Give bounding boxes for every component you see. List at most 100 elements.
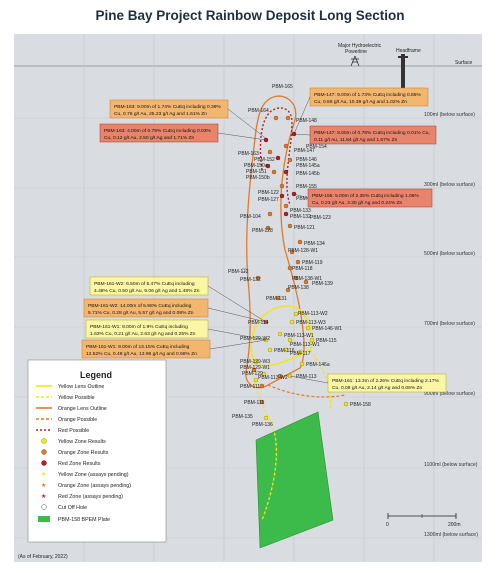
annotation-text: 1.63% Cu, 0.21 g/t Au, 2.63 g/t Ag and 0…	[90, 331, 196, 337]
hole-marker	[273, 115, 279, 121]
legend-item: Yellow Lens Outline	[58, 384, 104, 390]
hole-marker	[287, 157, 293, 163]
hole-label: PBM-111	[240, 384, 260, 390]
legend-item: Yellow Zone Results	[58, 439, 106, 445]
hole-label: PBM-113-W2	[258, 375, 288, 381]
hole-marker	[271, 169, 277, 175]
hole-label: PBM-146a	[306, 362, 330, 368]
annotation-text: PBM-147: 8.00m of 0.78% CuEq including 0…	[314, 130, 430, 136]
hole-label: PBM-164	[248, 108, 269, 114]
legend-item: Orange Lens Outline	[58, 406, 107, 412]
hole-label: PBM-121	[294, 225, 315, 231]
red-possible	[259, 107, 293, 206]
hole-marker	[283, 203, 289, 209]
hole-marker	[309, 337, 315, 343]
hole-label: PBM-134	[304, 241, 325, 247]
annotation-text: Cu, 0.59 g/t Au, 10.39 g/t Ag and 1.02% …	[314, 99, 407, 105]
hole-marker	[267, 211, 273, 217]
headframe-shaft	[401, 54, 405, 98]
hole-marker	[343, 401, 349, 407]
hole-label: PBM-146-W1	[312, 326, 342, 332]
legend-item: Red Zone (assays pending)	[58, 494, 123, 500]
hole-marker	[285, 287, 291, 293]
legend: Legend Yellow Lens Outline Yellow Possib…	[27, 359, 167, 543]
hole-label: PBM-163	[238, 151, 259, 157]
yellow-possible-east	[309, 349, 332, 409]
hole-label: PBM-111	[244, 400, 264, 406]
powerline-tower-icon	[350, 55, 360, 67]
hole-marker	[253, 359, 259, 365]
scale-zero: 0	[386, 522, 389, 528]
hole-marker	[287, 265, 293, 271]
hole-label: PBM-113	[296, 374, 317, 380]
annotation-text: Cu, 0.76 g/t Au, 25.23 g/t Ag and 1.61% …	[114, 111, 207, 117]
hole-marker	[289, 319, 295, 325]
hole-label: PBM-165	[272, 84, 293, 90]
hole-marker	[287, 337, 293, 343]
hole-marker	[287, 223, 293, 229]
hole-label: PBM-151	[246, 169, 267, 175]
legend-item: Orange Zone (assays pending)	[58, 483, 131, 489]
hole-marker	[297, 239, 303, 245]
hole-label: PBM-147	[294, 148, 315, 154]
headframe-label: Headframe	[396, 48, 421, 54]
hole-marker	[289, 249, 295, 255]
annotation-text: PBM-161-W1: 8.00m of 1.9% CuEq including	[90, 324, 188, 330]
hole-label: PBM-113-W1	[290, 342, 320, 348]
hole-marker	[253, 377, 259, 383]
orange-lens-outline	[245, 95, 305, 389]
annotation-text: Cu, 0.08 g/t Au, 2.14 g/t Ag and 0.06% Z…	[332, 385, 423, 391]
hole-marker	[283, 347, 289, 353]
annotation-text: PBM-161: 13.3m of 2.26% CuEq including 2…	[332, 378, 439, 384]
annotation-text: PBM-161-W2: 6.50m of 5.47% CuEq includin…	[94, 281, 195, 287]
annotation-text: PBM-161-W1: 9.00m of 13.15% CuEq includi…	[86, 344, 190, 350]
annotation-text: 5.71% Cu, 0.28 g/t Au, 5.57 g/t Ag and 0…	[88, 310, 194, 316]
hole-label: PBM-129-W3	[240, 359, 270, 365]
hole-marker	[279, 193, 285, 199]
hole-marker	[265, 163, 271, 169]
powerline-label-2: Powerline	[345, 49, 367, 55]
hole-marker	[285, 115, 291, 121]
star-icon: ★	[41, 482, 46, 489]
leader-lines	[207, 96, 329, 384]
hole-label: PBM-112	[228, 269, 249, 275]
hole-marker	[283, 211, 289, 217]
orange-possible	[267, 384, 346, 398]
hole-label: PBM-129	[242, 371, 263, 377]
hole-marker	[255, 275, 261, 281]
assay-annotations: PBM-163: 9.00m of 1.74% CuEq including 0…	[81, 87, 447, 393]
hole-label: PBM-150b	[246, 175, 270, 181]
hole-label: PBM-118	[292, 266, 313, 272]
depth-100: 100ml (below surface)	[424, 112, 475, 118]
hole-label: PBM-113-W3	[296, 320, 326, 326]
hole-label: PBM-128-W1	[288, 248, 318, 254]
annotation-text: PBM-163: 9.00m of 1.74% CuEq including 0…	[114, 104, 221, 110]
bpem-plate	[255, 411, 334, 549]
hole-label: PBM-139	[312, 281, 333, 287]
hole-marker	[277, 373, 283, 379]
yellow-possible-west	[251, 361, 277, 521]
annotation-text: 0.11 g/t Au, 11.84 g/t Ag and 1.57% Zn	[314, 137, 398, 143]
annotation-text: Cu, 0.23 g/t Au, 3.30 g/t Ag and 0.24% Z…	[312, 200, 403, 206]
hole-label: PBM-136	[252, 422, 273, 428]
hole-marker	[299, 361, 305, 367]
hole-marker	[259, 399, 265, 405]
hole-label: PBM-115	[316, 338, 337, 344]
hole-label: PBM-138	[288, 285, 309, 291]
hole-label: PBM-117	[290, 351, 311, 357]
hole-label: PBM-132	[290, 214, 311, 220]
hole-label: PBM-154	[306, 144, 327, 150]
hole-label: PBM-145a	[296, 163, 320, 169]
hole-label: PBM-128	[252, 228, 273, 234]
hole-marker	[303, 279, 309, 285]
hole-label: PBM-114	[248, 320, 269, 326]
hole-marker	[267, 149, 273, 155]
legend-item: Cut Off Hole	[58, 505, 87, 511]
hole-label: PBM-116	[274, 348, 295, 354]
hole-label: PBM-119	[302, 260, 323, 266]
hole-label: PBM-113-W1	[284, 333, 314, 339]
annotation-text: PBM-147: 9.00m of 1.73% CuEq including 0…	[314, 92, 421, 98]
hole-label: PBM-129-W2	[240, 336, 270, 342]
hole-label: PBM-131	[266, 296, 287, 302]
depth-1100: 1100ml (below surface)	[424, 462, 478, 468]
